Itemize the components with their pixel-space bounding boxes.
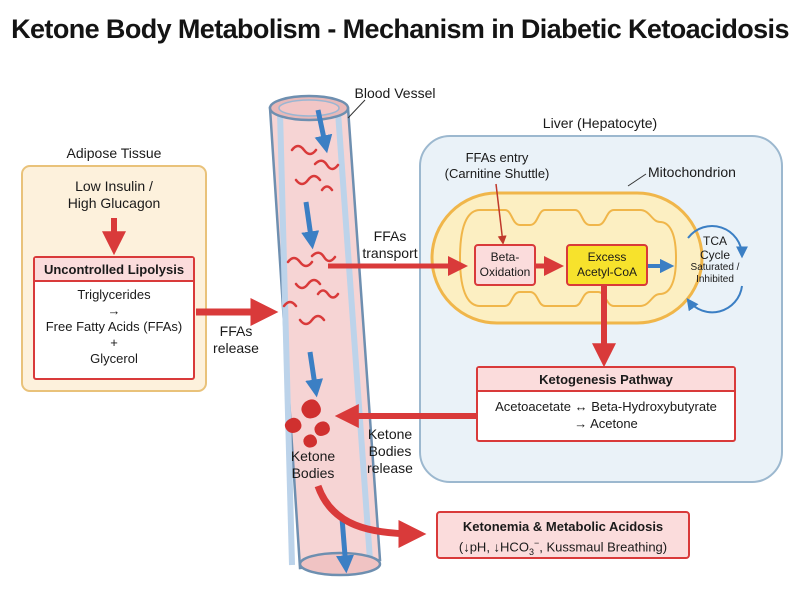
lipolysis-plus: + xyxy=(110,335,118,350)
ffa-molecules xyxy=(282,144,340,326)
beta-oxidation-line-1: Beta- xyxy=(490,250,520,264)
ketogenesis-box: Ketogenesis Pathway Acetoacetate ↔ Beta-… xyxy=(476,366,736,442)
leader-mitochondrion xyxy=(627,173,647,187)
ketonemia-box: Ketonemia & Metabolic Acidosis (↓pH, ↓HC… xyxy=(436,511,690,559)
lipolysis-line-3: Glycerol xyxy=(90,351,138,366)
acetyl-coa-line-1: Excess xyxy=(587,250,627,264)
mitochondrion-label: Mitochondrion xyxy=(648,164,736,180)
ketone-bodies-line-1: Ketone xyxy=(290,448,336,464)
ketonemia-title: Ketonemia & Metabolic Acidosis xyxy=(462,519,664,534)
tca-line-2: Cycle xyxy=(699,248,730,262)
ffas-release-label: FFAs release xyxy=(198,323,274,357)
blood-flow-arrow xyxy=(336,517,354,574)
adipose-tissue-label: Adipose Tissue xyxy=(66,145,162,161)
beta-oxidation-line-2: Oxidation xyxy=(479,265,531,279)
acetyl-coa-box: Excess Acetyl-CoA xyxy=(566,244,648,286)
ffas-entry-line-2: (Carnitine Shuttle) xyxy=(444,166,550,181)
ketone-release-line-2: Bodies xyxy=(368,443,412,459)
trigger-line-1: Low Insulin / xyxy=(75,178,153,194)
tca-line-3: Saturated / xyxy=(690,262,740,273)
ffas-entry-line-1: FFAs entry xyxy=(465,150,529,165)
tca-cycle: TCA Cycle Saturated / Inhibited xyxy=(680,234,750,300)
trigger-line-2: High Glucagon xyxy=(67,195,161,211)
arrow-to-ketonemia xyxy=(314,484,427,548)
lipolysis-line-2: Free Fatty Acids (FFAs) xyxy=(45,319,183,334)
ketogenesis-body: Acetoacetate ↔ Beta-Hydroxybutyrate → Ac… xyxy=(478,392,734,432)
ketone-release-line-1: Ketone xyxy=(367,426,413,442)
ketonemia-detail-pre: (↓pH, ↓HCO xyxy=(458,539,529,555)
ketonemia-detail-sub: 3 xyxy=(528,546,534,557)
hormone-trigger-text: Low Insulin / High Glucagon xyxy=(30,178,198,212)
ffas-transport-label: FFAs transport xyxy=(350,228,430,262)
blood-flow-arrow xyxy=(305,351,324,398)
beta-oxidation-box: Beta- Oxidation xyxy=(474,244,536,286)
ketone-body-molecules xyxy=(284,399,330,448)
liver-label: Liver (Hepatocyte) xyxy=(542,115,658,131)
ffas-entry-label: FFAs entry (Carnitine Shuttle) xyxy=(432,150,562,182)
blood-flow-arrow xyxy=(301,201,320,250)
tca-line-4: Inhibited xyxy=(696,274,734,285)
ketone-bodies-label: Ketone Bodies xyxy=(278,448,348,482)
lipolysis-arrow: → xyxy=(107,303,121,318)
ketone-release-label: Ketone Bodies release xyxy=(352,426,428,477)
ffas-release-line-1: FFAs xyxy=(219,323,253,339)
ffas-release-line-2: release xyxy=(213,340,259,356)
ffas-transport-line-1: FFAs xyxy=(373,228,407,244)
ketone-release-line-3: release xyxy=(367,460,413,476)
lipolysis-title: Uncontrolled Lipolysis xyxy=(35,258,193,282)
tca-cycle-arrows xyxy=(686,225,748,314)
ketone-bodies-line-2: Bodies xyxy=(291,465,335,481)
blood-flow-arrow xyxy=(314,109,333,154)
blood-vessel-label: Blood Vessel xyxy=(354,85,436,101)
page-title: Ketone Body Metabolism - Mechanism in Di… xyxy=(11,14,789,44)
acetyl-coa-line-2: Acetyl-CoA xyxy=(576,265,638,279)
ketonemia-detail: (↓pH, ↓HCO3−, Kussmaul Breathing) xyxy=(438,535,688,561)
lipolysis-line-1: Triglycerides xyxy=(77,287,151,302)
arrow-ffas-entry xyxy=(495,183,507,245)
leader-blood-vessel xyxy=(347,99,366,119)
tca-line-1: TCA xyxy=(703,234,727,248)
ketogenesis-line-1: Acetoacetate ↔ Beta-Hydroxybutyrate xyxy=(495,399,717,414)
ketonemia-detail-sup: − xyxy=(533,538,540,548)
ketogenesis-title: Ketogenesis Pathway xyxy=(478,368,734,392)
lipolysis-box: Uncontrolled Lipolysis Triglycerides → F… xyxy=(33,256,195,380)
ketogenesis-line-2: → Acetone xyxy=(574,416,638,431)
mitochondrion-cristae xyxy=(458,209,678,307)
lipolysis-body: Triglycerides → Free Fatty Acids (FFAs) … xyxy=(35,282,193,367)
ffas-transport-line-2: transport xyxy=(362,245,418,261)
blood-vessel xyxy=(268,94,382,577)
ketonemia-detail-post: , Kussmaul Breathing) xyxy=(539,539,668,555)
vessel-bottom-opening xyxy=(298,551,382,577)
